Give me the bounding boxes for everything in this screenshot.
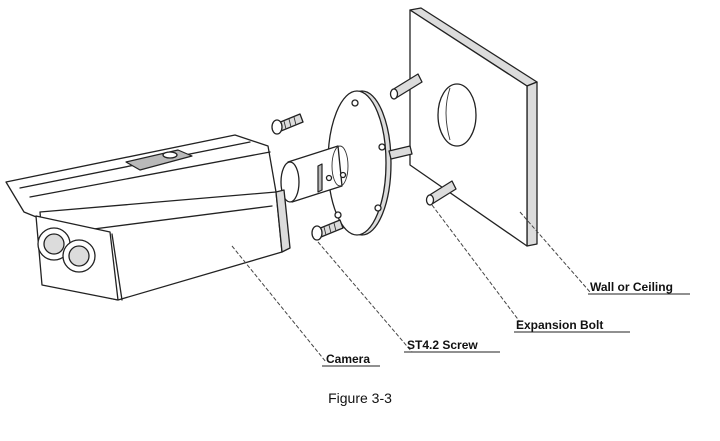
screw-top <box>271 113 304 135</box>
expansion-bolt-top <box>389 73 423 100</box>
wall-plate <box>409 7 538 247</box>
leader-lines <box>231 204 591 363</box>
mount-flange <box>327 90 413 236</box>
expansion-bolt-bottom <box>425 180 457 206</box>
bracket-neck <box>280 145 349 203</box>
screw-bottom <box>311 219 344 241</box>
label-st42-screw: ST4.2 Screw <box>407 338 478 352</box>
label-wall-or-ceiling: Wall or Ceiling <box>590 280 673 294</box>
label-expansion-bolt: Expansion Bolt <box>516 318 604 332</box>
camera-body <box>5 134 291 301</box>
figure-caption: Figure 3-3 <box>328 390 392 406</box>
label-underlines <box>322 293 690 367</box>
label-camera: Camera <box>326 352 371 366</box>
